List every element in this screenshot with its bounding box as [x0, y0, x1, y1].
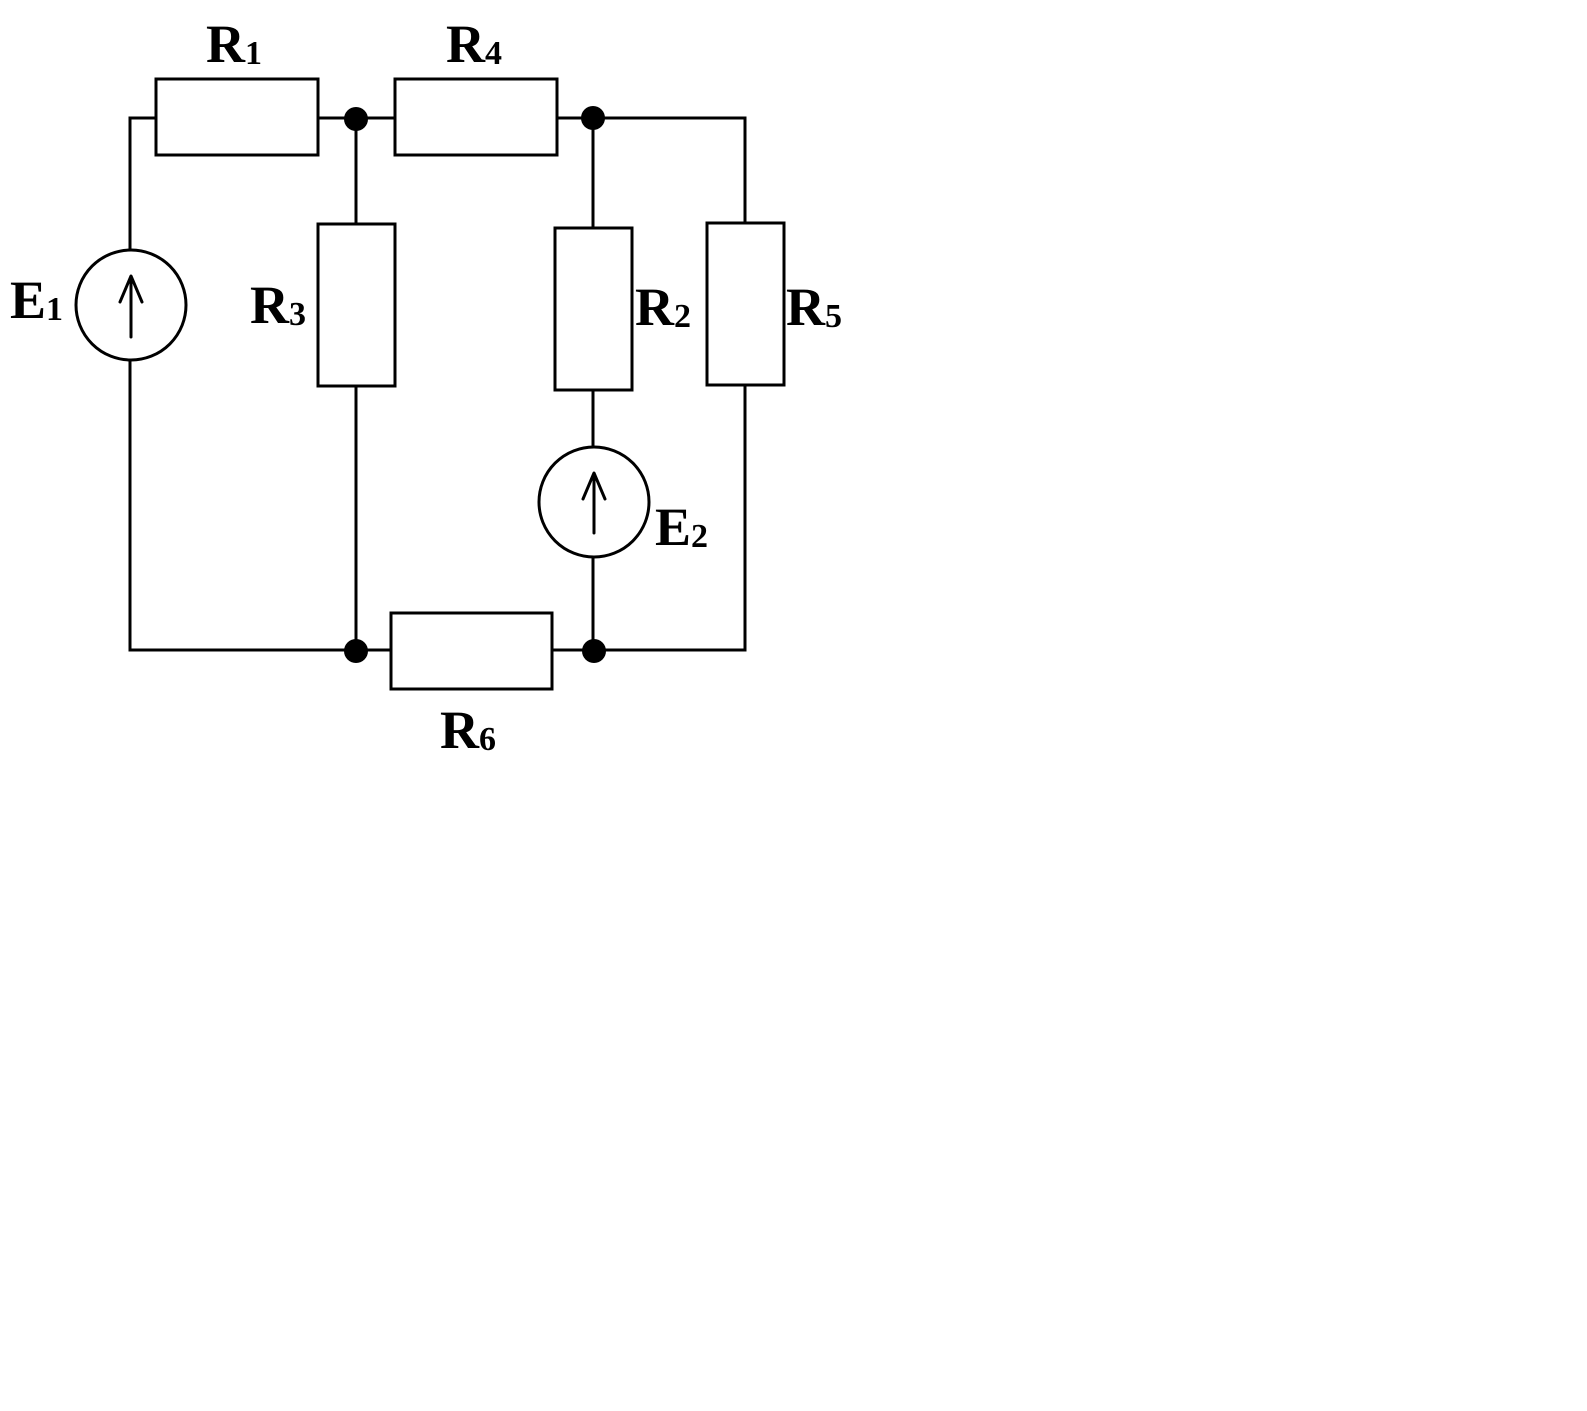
source-e2	[537, 445, 651, 559]
resistor-r5	[705, 221, 786, 387]
resistor-r6	[389, 611, 554, 691]
junction-node-top-right	[581, 106, 605, 130]
source-e1	[74, 248, 188, 362]
label-r3: R3	[250, 275, 306, 335]
label-r5: R5	[786, 277, 842, 337]
resistor-r1	[154, 77, 320, 157]
label-r2: R2	[635, 277, 691, 337]
junction-node-bottom-left	[344, 639, 368, 663]
junction-node-top-left	[344, 107, 368, 131]
resistor-r4	[393, 77, 559, 157]
up-arrow-icon	[118, 274, 144, 339]
label-e2: E2	[655, 497, 708, 557]
up-arrow-icon	[581, 471, 607, 535]
junction-node-bottom-right	[582, 639, 606, 663]
wires	[128, 116, 747, 652]
label-r6: R6	[440, 700, 496, 760]
label-r4: R4	[446, 14, 502, 74]
label-r1: R1	[206, 14, 262, 74]
resistor-r2	[553, 226, 634, 392]
resistor-r3	[316, 222, 397, 388]
label-e1: E1	[10, 270, 63, 330]
